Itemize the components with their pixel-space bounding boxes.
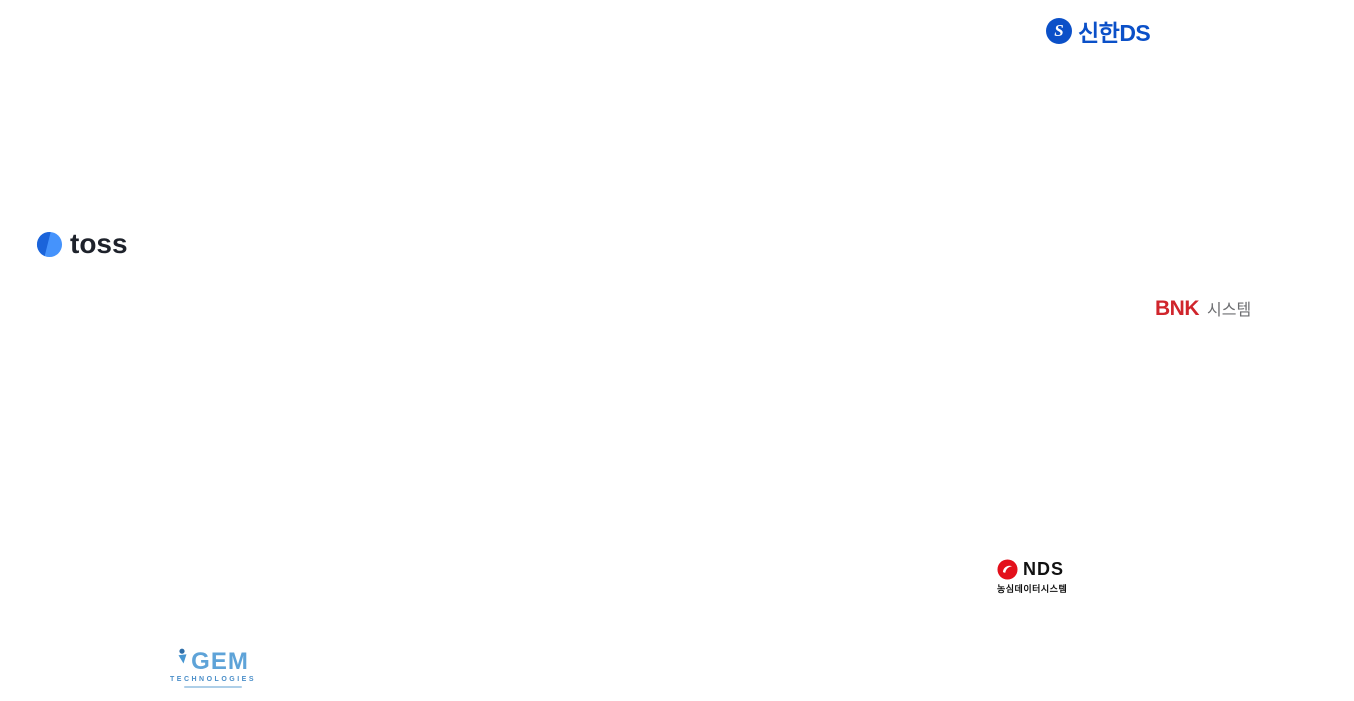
nds-wordmark: NDS (1023, 559, 1065, 579)
nongshim-seed-icon (997, 559, 1018, 580)
nds-logo-row: NDS (997, 559, 1067, 580)
shinhan-sphere-icon: S (1046, 18, 1072, 44)
gem-logo-row: GEM (177, 648, 249, 675)
gem-tagline-rule (184, 686, 242, 688)
logo-shinhan-ds: S 신한DS (1046, 14, 1151, 48)
logo-gem-technologies: GEM TECHNOLOGIES (170, 648, 257, 688)
gem-technologies-label: TECHNOLOGIES (170, 676, 257, 683)
gem-wordmark: GEM (191, 648, 249, 675)
toss-wordmark: toss (70, 228, 128, 259)
bnk-wordmark: BNK (1155, 297, 1200, 320)
logo-bnk-system: BNK 시스템 (1155, 296, 1251, 321)
toss-symbol-icon (36, 231, 63, 258)
bnk-system-korean-label: 시스템 (1207, 302, 1252, 319)
logo-toss: toss (36, 228, 128, 260)
shinhan-ds-wordmark: 신한DS (1078, 20, 1151, 46)
logo-nds: NDS 농심데이터시스템 (997, 559, 1067, 595)
nds-korean-label: 농심데이터시스템 (997, 584, 1068, 594)
gem-figure-icon (177, 648, 189, 664)
